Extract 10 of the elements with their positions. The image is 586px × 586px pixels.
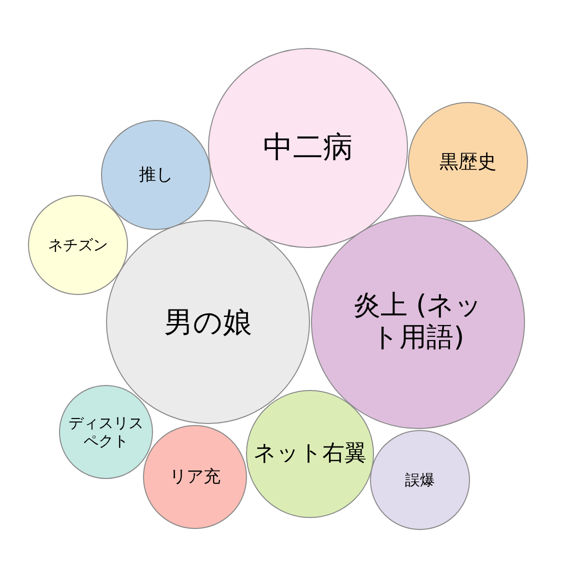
bubble-label: ディスリスペクト xyxy=(68,414,144,450)
bubble-label: 推し xyxy=(139,164,173,186)
bubble-label: 中二病 xyxy=(263,130,353,166)
bubble-label: 炎上 (ネット用語) xyxy=(352,290,484,354)
bubble-label: 黒歴史 xyxy=(440,150,496,174)
bubble-label: ネチズン xyxy=(48,236,108,254)
bubble-label: リア充 xyxy=(170,466,220,488)
bubble-label: 誤爆 xyxy=(405,471,435,489)
bubble-label: 男の娘 xyxy=(164,304,252,340)
bubble-label: ネット右翼 xyxy=(254,440,366,468)
